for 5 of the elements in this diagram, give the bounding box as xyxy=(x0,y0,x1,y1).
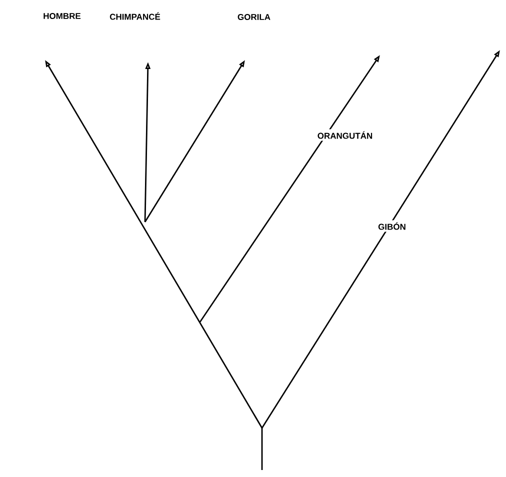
species-label: GORILA xyxy=(235,12,273,22)
species-label: CHIMPANCÉ xyxy=(108,10,162,22)
species-label: ORANGUTÁN xyxy=(315,129,375,141)
species-label: HOMBRE xyxy=(41,11,83,21)
species-label: GIBÓN xyxy=(376,220,408,232)
